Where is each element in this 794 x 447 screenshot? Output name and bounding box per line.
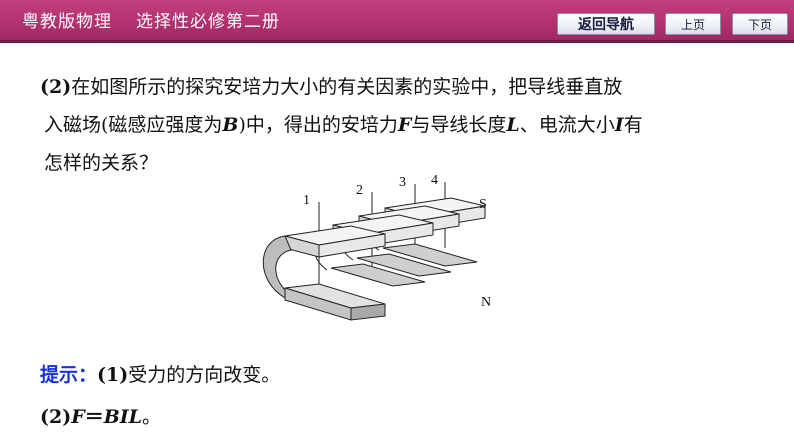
variable-f: F [397, 114, 412, 136]
title-text: 粤教版物理 [22, 12, 112, 32]
book-title: 粤教版物理 选择性必修第二册 [22, 7, 280, 32]
question-line-3: 怎样的关系？ [44, 152, 159, 174]
header-separator [0, 40, 794, 43]
prev-page-button[interactable]: 上页 [665, 13, 721, 35]
answer-equals: ＝ [84, 406, 104, 428]
question-text: (2)在如图所示的探究安培力大小的有关因素的实验中，把导线垂直放 入磁场(磁感应… [40, 68, 780, 182]
question-line-1: (2)在如图所示的探究安培力大小的有关因素的实验中，把导线垂直放 [40, 68, 780, 106]
question-number: (2) [40, 76, 72, 98]
variable-b: B [222, 114, 239, 136]
hint-line: 提示：(1)受力的方向改变。 [40, 360, 280, 387]
hint-text: 受力的方向改变。 [128, 364, 281, 386]
answer-formula: BIL [103, 406, 143, 428]
magnet-1 [262, 225, 386, 321]
wire-label-2: 2 [356, 183, 363, 198]
magnet-experiment-figure: 1 2 3 4 S N [262, 173, 491, 321]
variable-l: L [506, 114, 520, 136]
hint-number: (1) [97, 364, 129, 386]
question-line2-part-e: 有 [623, 114, 643, 136]
question-line2-part-b: )中，得出的安培力 [238, 114, 398, 136]
question-line1-text: 在如图所示的探究安培力大小的有关因素的实验中，把导线垂直放 [71, 76, 623, 98]
pole-n-label: N [481, 295, 491, 310]
question-line2-part-d: 、电流大小 [519, 114, 615, 136]
wire-label-4: 4 [431, 173, 438, 188]
answer-variable-f: F [71, 406, 85, 428]
wire-label-1: 1 [303, 193, 310, 208]
answer-line: (2)F＝BIL。 [40, 402, 161, 429]
wire-label-3: 3 [399, 175, 406, 190]
hint-label: 提示： [40, 364, 98, 386]
pole-s-label: S [479, 197, 487, 212]
subtitle-text: 选择性必修第二册 [136, 12, 280, 32]
variable-i: I [614, 114, 624, 136]
answer-end: 。 [142, 406, 162, 428]
question-line2-part-c: 与导线长度 [411, 114, 507, 136]
answer-number: (2) [40, 406, 72, 428]
header-bar: 粤教版物理 选择性必修第二册 返回导航 上页 下页 [0, 0, 794, 40]
question-line-2: 入磁场(磁感应强度为B)中，得出的安培力F与导线长度L、电流大小I有 [40, 106, 780, 144]
question-line2-part-a: 入磁场(磁感应强度为 [44, 114, 223, 136]
back-to-nav-button[interactable]: 返回导航 [557, 13, 655, 35]
next-page-button[interactable]: 下页 [732, 13, 788, 35]
